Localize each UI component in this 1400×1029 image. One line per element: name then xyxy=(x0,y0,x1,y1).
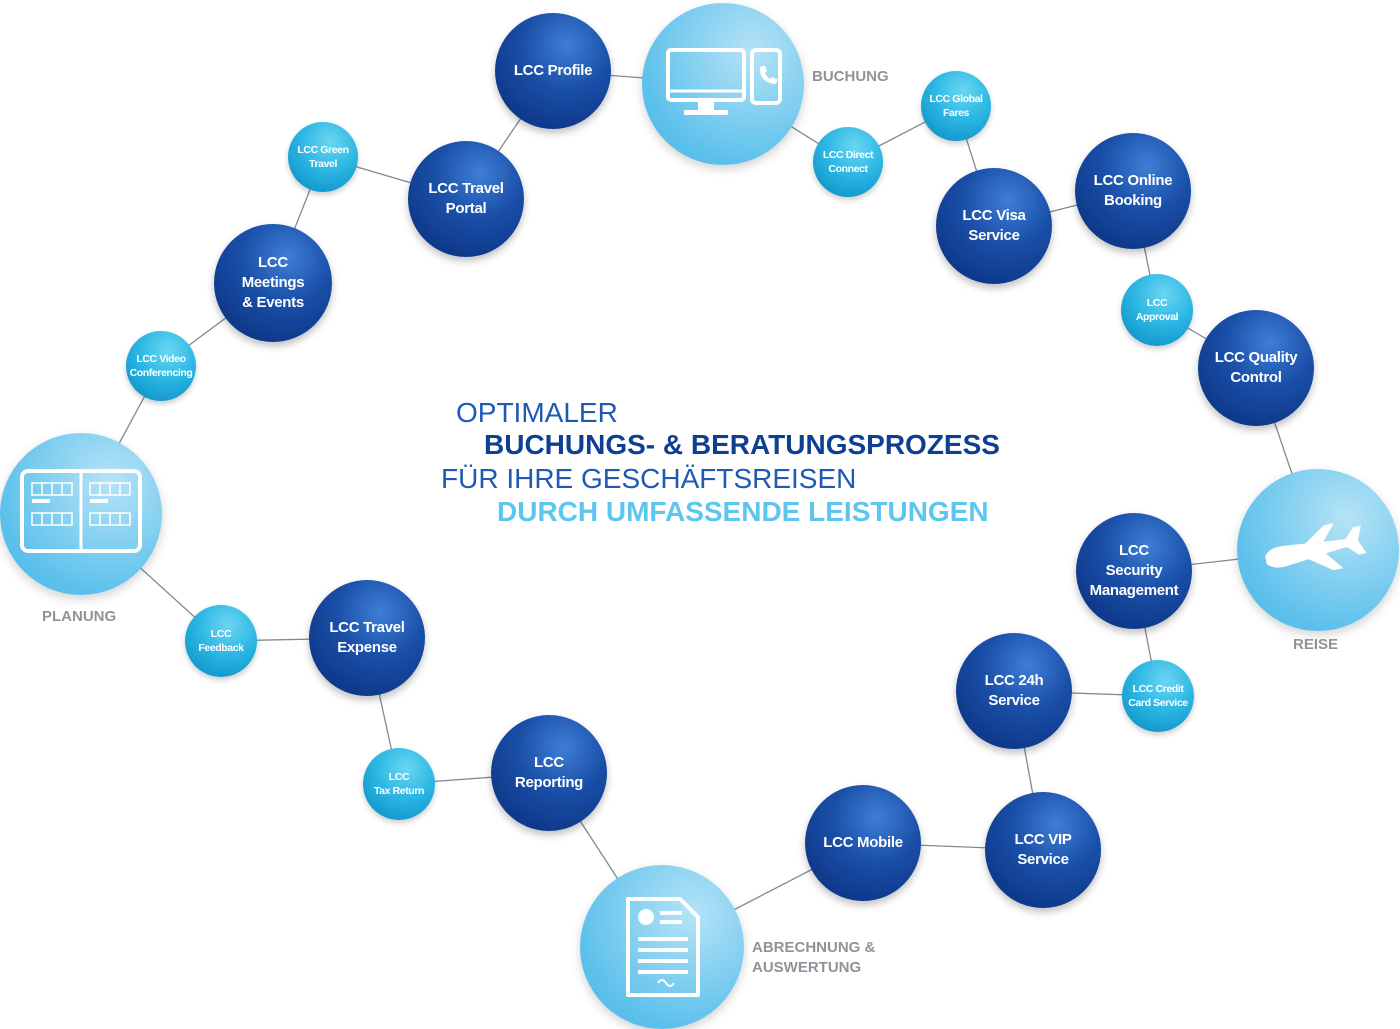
headline-line-2: BUCHUNGS- & BERATUNGSPROZESS xyxy=(484,429,1000,460)
headline-line-3: FÜR IHRE GESCHÄFTSREISEN xyxy=(441,463,857,494)
hub-abrechnung xyxy=(580,865,744,1029)
hub-reise xyxy=(1237,469,1399,631)
hub-label-reise: REISE xyxy=(1293,636,1339,653)
desktop-and-phone-icon xyxy=(666,48,782,115)
hub-buchung xyxy=(642,3,804,165)
service-lcc-profile: LCC Profile xyxy=(495,13,611,129)
service-lcc-direct-connect: LCC Direct Connect xyxy=(813,127,883,197)
service-lcc-online-booking: LCC Online Booking xyxy=(1075,133,1191,249)
service-lcc-tax-return: LCC Tax Return xyxy=(363,748,435,820)
service-lcc-video-conferencing: LCC Video Conferencing xyxy=(126,331,196,401)
hub-label-planung: PLANUNG xyxy=(42,608,117,625)
calendar-planner-icon xyxy=(20,469,142,553)
hub-label-buchung: BUCHUNG xyxy=(812,68,889,85)
service-lcc-quality-control: LCC Quality Control xyxy=(1198,310,1314,426)
hub-planung xyxy=(0,433,162,595)
hub-label-abrechnung: ABRECHNUNG & AUSWERTUNG xyxy=(752,939,876,976)
headline-line-1: OPTIMALER xyxy=(456,397,618,428)
service-lcc-travel-portal: LCC Travel Portal xyxy=(408,141,524,257)
service-lcc-green-travel: LCC Green Travel xyxy=(288,122,358,192)
airplane-icon xyxy=(1265,523,1367,571)
service-lcc-global-fares: LCC Global Fares xyxy=(921,71,991,141)
service-lcc-approval: LCC Approval xyxy=(1121,274,1193,346)
service-lcc-meetings-events: LCC Meetings & Events xyxy=(214,224,332,342)
service-lcc-vip-service: LCC VIP Service xyxy=(985,792,1101,908)
service-lcc-security-management: LCC Security Management xyxy=(1076,513,1192,629)
headline-line-4: DURCH UMFASSENDE LEISTUNGEN xyxy=(497,496,989,527)
service-lcc-feedback: LCC Feedback xyxy=(185,605,257,677)
service-lcc-travel-expense: LCC Travel Expense xyxy=(309,580,425,696)
service-lcc-mobile: LCC Mobile xyxy=(805,785,921,901)
service-lcc-24h-service: LCC 24h Service xyxy=(956,633,1072,749)
service-lcc-credit-card-service: LCC Credit Card Service xyxy=(1122,660,1194,732)
document-report-icon xyxy=(626,897,700,997)
service-lcc-visa-service: LCC Visa Service xyxy=(936,168,1052,284)
service-lcc-reporting: LCC Reporting xyxy=(491,715,607,831)
